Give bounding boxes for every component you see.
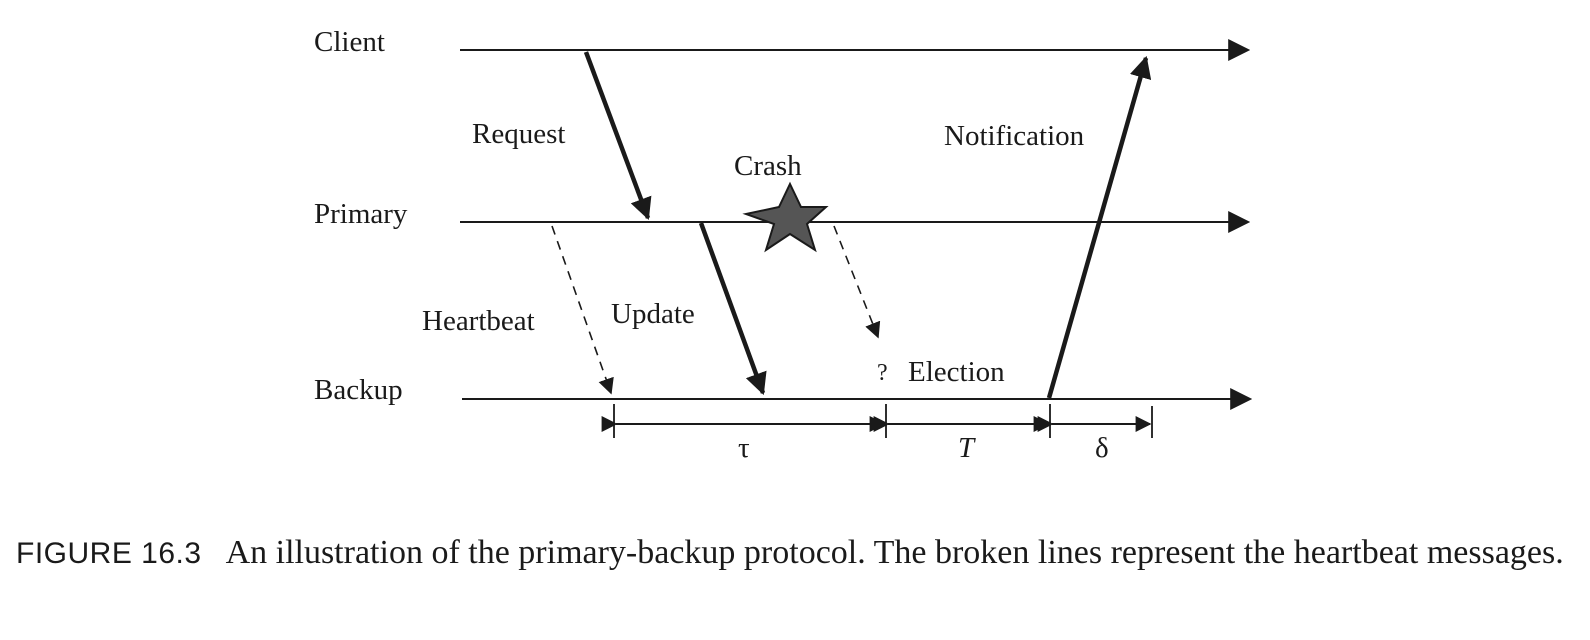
tau-label: τ — [738, 432, 750, 464]
client-lane-label: Client — [314, 26, 385, 58]
heartbeat-arrow-2 — [833, 225, 881, 339]
backup-lane-label: Backup — [314, 374, 403, 406]
figure-caption-text: An illustration of the primary-backup pr… — [225, 534, 1564, 571]
request-label: Request — [472, 118, 565, 150]
notification-arrow — [1046, 55, 1152, 399]
primary-backup-diagram: Client Primary Backup Request Heartbeat … — [314, 26, 1253, 464]
question-mark: ? — [877, 360, 888, 386]
update-label: Update — [611, 298, 695, 330]
request-arrow — [583, 51, 652, 221]
crash-label: Crash — [734, 150, 802, 182]
notification-label: Notification — [944, 120, 1085, 152]
figure-caption: FIGURE 16.3 An illustration of the primar… — [16, 528, 1576, 578]
election-label: Election — [908, 356, 1005, 388]
heartbeat-arrow-1 — [551, 225, 614, 395]
crash-star-icon — [742, 181, 829, 253]
T-label: T — [958, 432, 976, 464]
figure-label: FIGURE 16.3 — [16, 537, 202, 570]
delta-label: δ — [1095, 432, 1109, 464]
heartbeat-label: Heartbeat — [422, 305, 535, 337]
update-arrow — [698, 222, 767, 396]
primary-lane-label: Primary — [314, 198, 408, 230]
